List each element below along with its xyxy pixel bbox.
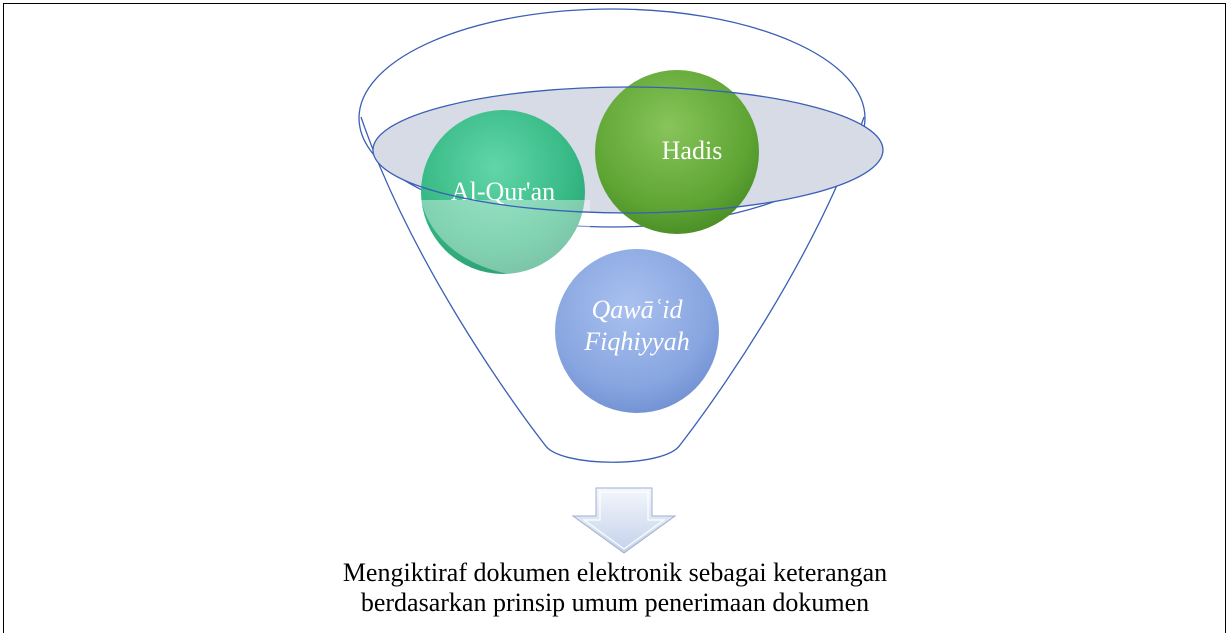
down-arrow-icon xyxy=(571,487,677,554)
qawaid-label-line1: Qawāʿid xyxy=(592,295,684,324)
funnel-glass-overlay xyxy=(421,200,590,278)
conclusion-line-2: berdasarkan prinsip umum penerimaan doku… xyxy=(360,588,870,617)
hadith-label: Hadis xyxy=(662,136,723,165)
conclusion-text: Mengiktiraf dokumen elektronik sebagai k… xyxy=(200,558,1030,618)
al-quran-node: Al-Qur'an xyxy=(421,110,585,274)
hadith-node: Hadis xyxy=(595,70,759,234)
qawaid-label-line2: Fiqhiyyah xyxy=(583,327,689,356)
funnel-body xyxy=(360,116,865,463)
qawaid-fiqhiyyah-node: Qawāʿid Fiqhiyyah xyxy=(555,249,719,413)
funnel-inner-rim xyxy=(372,86,884,214)
conclusion-line-1: Mengiktiraf dokumen elektronik sebagai k… xyxy=(342,558,888,587)
al-quran-label: Al-Qur'an xyxy=(451,177,555,206)
funnel-outer-rim xyxy=(358,8,866,228)
diagram-frame xyxy=(3,3,1226,633)
